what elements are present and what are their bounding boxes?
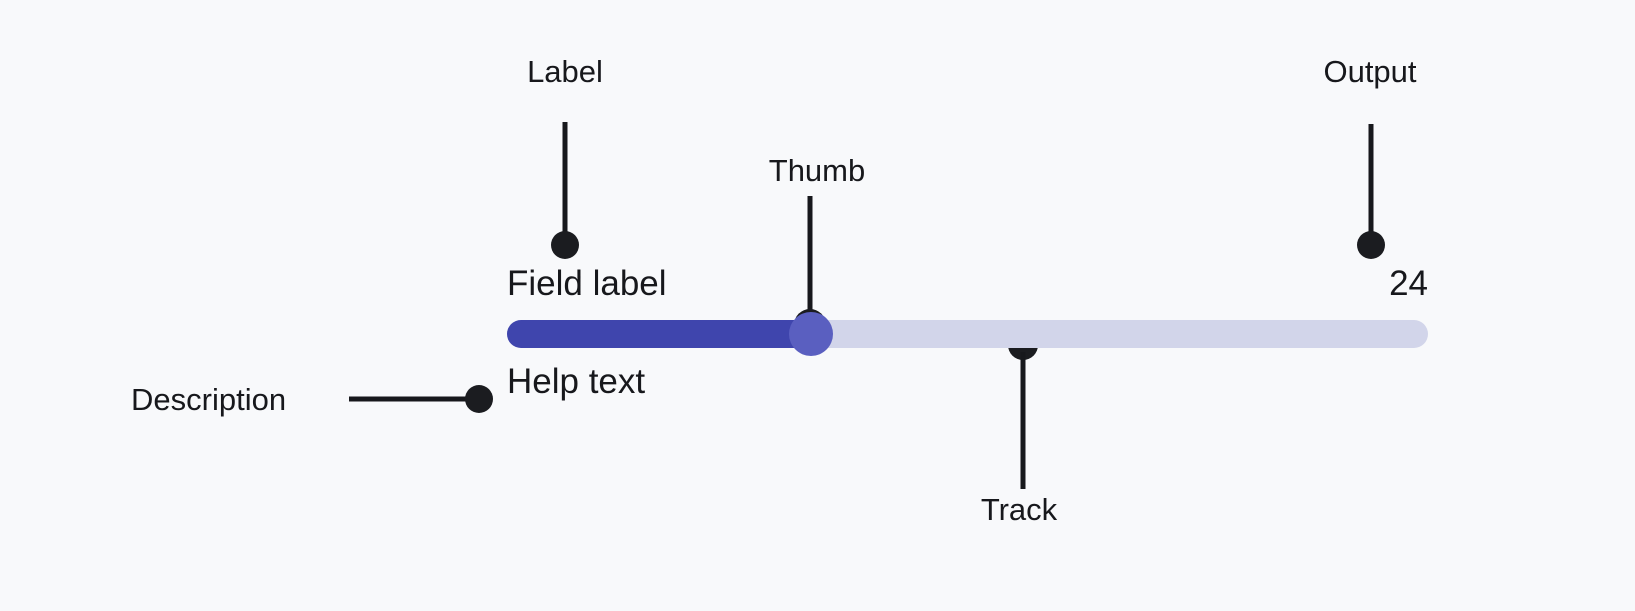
slider-label: Field label xyxy=(507,264,667,303)
annotation-description: Description xyxy=(131,382,287,417)
annotation-label: Label xyxy=(527,54,603,89)
slider-fill xyxy=(507,320,811,349)
label-leader-dot xyxy=(551,231,579,259)
annotation-output: Output xyxy=(1323,54,1417,89)
description-leader-dot xyxy=(465,385,493,413)
slider-thumb[interactable] xyxy=(788,312,833,357)
slider-help-text: Help text xyxy=(507,362,646,402)
slider-field: Field label 24 Help text xyxy=(507,264,1428,401)
slider-control[interactable] xyxy=(507,312,1428,357)
output-leader-dot xyxy=(1357,231,1385,259)
annotation-thumb: Thumb xyxy=(768,153,866,188)
annotation-track: Track xyxy=(980,492,1058,527)
slider-output: 24 xyxy=(1389,264,1428,303)
